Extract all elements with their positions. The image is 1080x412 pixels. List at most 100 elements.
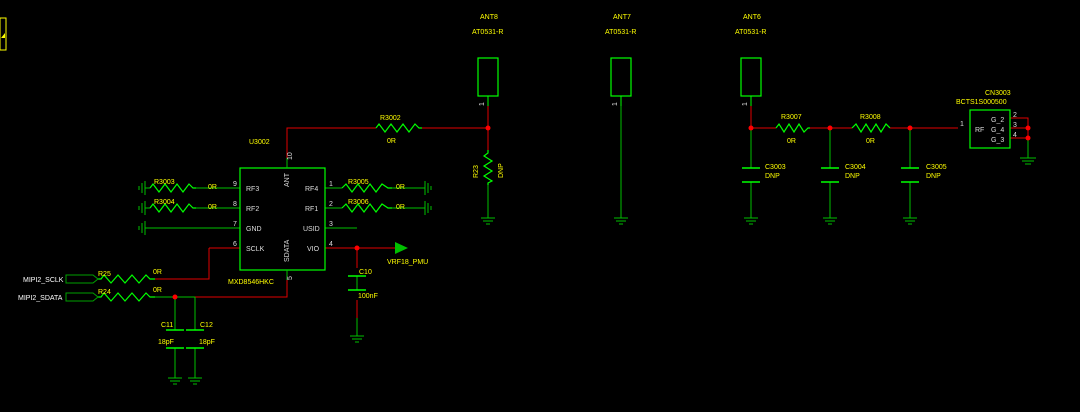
pin-label-g2: G_2 bbox=[991, 117, 1004, 124]
capacitor-value: DNP bbox=[765, 173, 780, 180]
ant-pin-label: ANT bbox=[284, 172, 291, 187]
pin-label-rf4: RF4 bbox=[305, 186, 318, 193]
resistor-r23[interactable]: R23 DNP bbox=[473, 150, 505, 185]
antenna-ref: ANT6 bbox=[743, 14, 761, 21]
antenna-ant7[interactable]: ANT7 AT0531-R 1 bbox=[605, 14, 636, 106]
ground-icon bbox=[424, 181, 432, 195]
resistor-r3002[interactable]: R3002 0R bbox=[375, 115, 422, 145]
rf-pin-label: RF bbox=[975, 127, 984, 134]
pin-number: 4 bbox=[1013, 132, 1017, 139]
net-wires bbox=[155, 106, 1029, 322]
capacitor-c12[interactable]: C12 18pF bbox=[186, 322, 215, 349]
resistor-r3008[interactable]: R3008 0R bbox=[851, 114, 891, 145]
capacitor-ref: C10 bbox=[359, 269, 372, 276]
capacitor-ref: C11 bbox=[161, 322, 173, 329]
net-label: MIPI2_SDATA bbox=[18, 295, 63, 302]
capacitor-value: 18pF bbox=[199, 339, 215, 346]
junctions bbox=[172, 125, 1031, 300]
connector-body bbox=[969, 109, 1011, 149]
antenna-value: AT0531-R bbox=[605, 29, 636, 36]
pin-number: 2 bbox=[1013, 112, 1017, 119]
capacitor-c10[interactable]: C10 100nF bbox=[348, 269, 378, 300]
connector-part: BCTS1S000500 bbox=[956, 99, 1007, 106]
resistor-ref: R23 bbox=[473, 165, 480, 178]
sdata-pin-label: SDATA bbox=[284, 239, 291, 262]
resistor-ref: R3005 bbox=[348, 179, 369, 186]
pin-label-vio: VIO bbox=[307, 246, 320, 253]
switch-u3002[interactable]: U3002 MXD8546HKC ANT 10 SDATA 5 RF3 9 RF… bbox=[228, 139, 333, 286]
connector-ref: CN3003 bbox=[985, 90, 1011, 97]
resistor-value: 0R bbox=[866, 138, 875, 145]
pin-number: 3 bbox=[329, 221, 333, 228]
resistor-r3005[interactable]: R3005 0R bbox=[341, 179, 405, 193]
resistor-value: 0R bbox=[387, 138, 396, 145]
antenna-ref: ANT7 bbox=[613, 14, 631, 21]
ground-icon bbox=[424, 201, 432, 215]
resistor-r3006[interactable]: R3006 0R bbox=[341, 199, 405, 213]
antenna-value: AT0531-R bbox=[735, 29, 766, 36]
ground-symbols bbox=[138, 157, 1036, 385]
pin-number: 8 bbox=[233, 201, 237, 208]
resistor-r3004[interactable]: R3004 0R bbox=[149, 199, 217, 213]
ground-icon bbox=[744, 217, 758, 225]
pin-label-usid: USID bbox=[303, 226, 320, 233]
pin-label-g4: G_4 bbox=[991, 127, 1004, 134]
pin-number: 1 bbox=[329, 181, 333, 188]
capacitor-c3003[interactable]: C3003 DNP bbox=[742, 164, 786, 183]
ground-icon bbox=[138, 201, 146, 215]
capacitor-value: DNP bbox=[845, 173, 860, 180]
resistor-r3007[interactable]: R3007 0R bbox=[775, 114, 810, 145]
pin-label-sclk: SCLK bbox=[246, 246, 265, 253]
pin-number: 6 bbox=[233, 241, 237, 248]
resistor-r24[interactable]: R24 0R bbox=[98, 287, 162, 302]
resistor-value: DNP bbox=[498, 163, 505, 178]
resistor-ref: R3007 bbox=[781, 114, 802, 121]
antenna-value: AT0531-R bbox=[472, 29, 503, 36]
resistor-ref: R3004 bbox=[154, 199, 175, 206]
switch-part: MXD8546HKC bbox=[228, 279, 274, 286]
ant-pin-number: 10 bbox=[287, 152, 294, 160]
ground-icon bbox=[138, 181, 146, 195]
antenna-pin: 1 bbox=[479, 102, 486, 106]
capacitor-c3004[interactable]: C3004 DNP bbox=[821, 164, 866, 183]
pin-number: 1 bbox=[960, 121, 964, 128]
antenna-ant8[interactable]: ANT8 AT0531-R 1 bbox=[472, 14, 503, 106]
ground-icon bbox=[481, 217, 495, 225]
resistor-value: 0R bbox=[396, 184, 405, 191]
connector-cn3003[interactable]: CN3003 BCTS1S000500 RF 1 G_2 2 G_4 3 G_3… bbox=[956, 90, 1017, 149]
antenna-body bbox=[740, 57, 762, 97]
switch-ref: U3002 bbox=[249, 139, 270, 146]
antenna-body bbox=[610, 57, 632, 97]
net-label: VRF18_PMU bbox=[387, 259, 428, 266]
resistor-r25[interactable]: R25 0R bbox=[98, 269, 162, 284]
antenna-body bbox=[477, 57, 499, 97]
resistor-ref: R3006 bbox=[348, 199, 369, 206]
net-port-sclk[interactable]: MIPI2_SCLK bbox=[23, 274, 99, 284]
capacitor-c11[interactable]: C11 18pF bbox=[158, 322, 184, 349]
antenna-pin: 1 bbox=[742, 102, 749, 106]
resistor-ref: R3008 bbox=[860, 114, 881, 121]
wires bbox=[145, 106, 1029, 378]
resistor-value: 0R bbox=[396, 204, 405, 211]
antenna-pin: 1 bbox=[612, 102, 619, 106]
net-label: MIPI2_SCLK bbox=[23, 277, 64, 284]
resistor-r3003[interactable]: R3003 0R bbox=[149, 179, 217, 193]
pin-number: 9 bbox=[233, 181, 237, 188]
pin-number: 3 bbox=[1013, 122, 1017, 129]
power-port-vio[interactable]: VRF18_PMU bbox=[387, 242, 428, 266]
ground-icon bbox=[823, 217, 837, 225]
ground-icon bbox=[350, 335, 364, 343]
pin-label-rf2: RF2 bbox=[246, 206, 259, 213]
ground-icon bbox=[168, 377, 182, 385]
ground-icon bbox=[188, 377, 202, 385]
resistor-ref: R24 bbox=[98, 289, 111, 296]
pin-label-rf3: RF3 bbox=[246, 186, 259, 193]
resistor-ref: R3003 bbox=[154, 179, 175, 186]
net-port-sdata[interactable]: MIPI2_SDATA bbox=[18, 292, 99, 302]
pin-number: 2 bbox=[329, 201, 333, 208]
pin-number: 7 bbox=[233, 221, 237, 228]
capacitor-c3005[interactable]: C3005 DNP bbox=[901, 164, 947, 183]
antenna-ant6[interactable]: ANT6 AT0531-R 1 bbox=[735, 14, 766, 106]
switch-body bbox=[239, 167, 326, 271]
